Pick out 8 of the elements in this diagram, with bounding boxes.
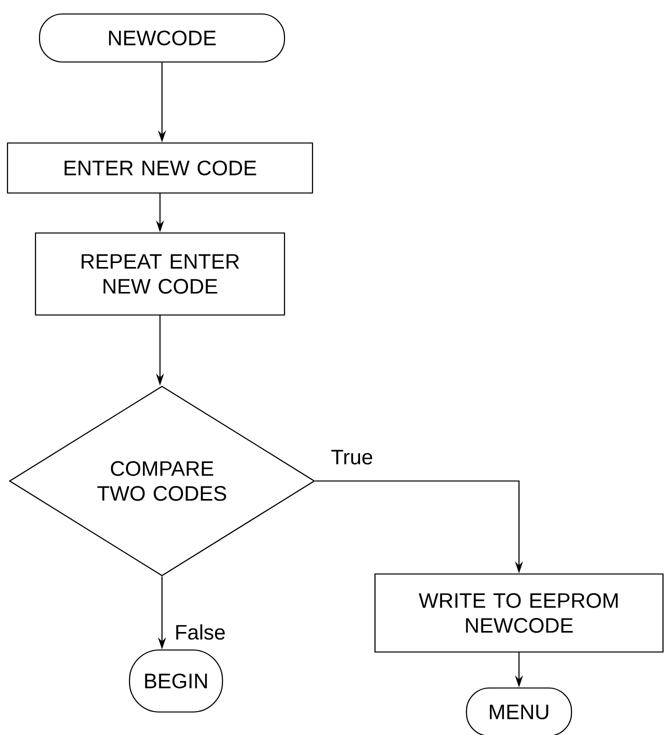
- process-box: ENTER NEW CODE: [6, 142, 314, 194]
- terminal-box: BEGIN: [128, 649, 224, 713]
- process-box: REPEAT ENTER NEW CODE: [34, 232, 286, 316]
- edge-label: False: [172, 622, 228, 642]
- terminal-box: MENU: [466, 687, 572, 735]
- terminal-box: NEWCODE: [38, 13, 286, 63]
- edge-label: True: [328, 448, 376, 466]
- process-box: WRITE TO EEPROM NEWCODE: [374, 573, 664, 653]
